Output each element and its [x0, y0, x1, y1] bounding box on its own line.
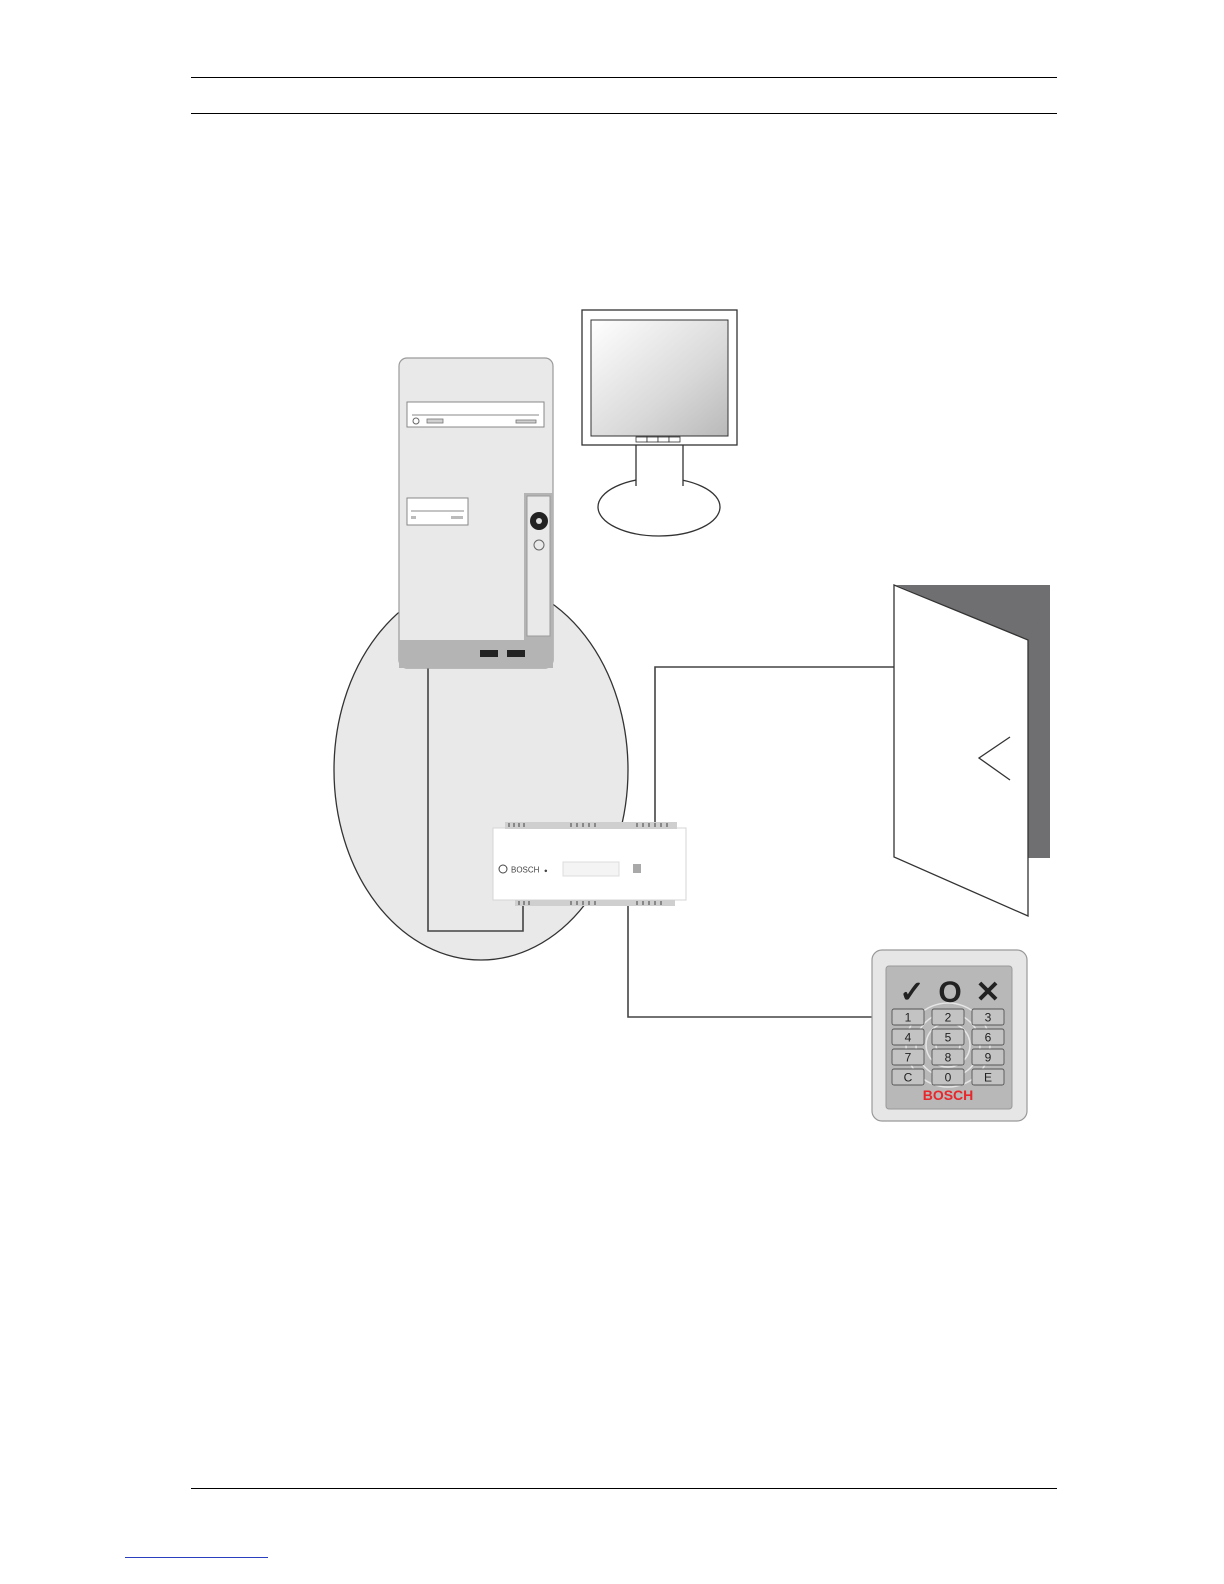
accept-icon: ✓	[899, 976, 924, 1009]
cable-controller-to-door	[655, 667, 894, 822]
keypad-key-label: 0	[945, 1071, 952, 1085]
status-icon: O	[938, 976, 961, 1009]
pc-tower	[399, 358, 553, 668]
monitor	[582, 310, 737, 536]
controller-display	[563, 862, 619, 876]
cable-controller-to-keypad	[628, 905, 872, 1017]
controller-brand-label: BOSCH	[511, 866, 540, 875]
keypad-brand-label: BOSCH	[923, 1087, 974, 1103]
svg-text:●: ●	[544, 869, 548, 875]
reject-icon: ✕	[975, 976, 1000, 1009]
door	[894, 585, 1050, 916]
keypad-key-label: 3	[985, 1011, 992, 1025]
keypad-key-label: E	[984, 1071, 992, 1085]
access-controller: BOSCH ●	[493, 822, 686, 906]
keypad-key-label: 6	[985, 1031, 992, 1045]
keypad-key-label: 5	[945, 1031, 952, 1045]
keypad-key-label: C	[904, 1071, 913, 1085]
keypad-key-label: 4	[905, 1031, 912, 1045]
keypad-key-label: 9	[985, 1051, 992, 1065]
keypad-key-label: 2	[945, 1011, 952, 1025]
keypad-key-label: 7	[905, 1051, 912, 1065]
keypad-key-label: 8	[945, 1051, 952, 1065]
controller-status-led	[633, 864, 641, 873]
keypad-key-label: 1	[905, 1011, 912, 1025]
reset-button-icon	[534, 540, 544, 550]
keypad-reader: ✓ O ✕ 1 2 3 4 5 6 7 8 9C 0 E BOSCH	[872, 950, 1027, 1121]
